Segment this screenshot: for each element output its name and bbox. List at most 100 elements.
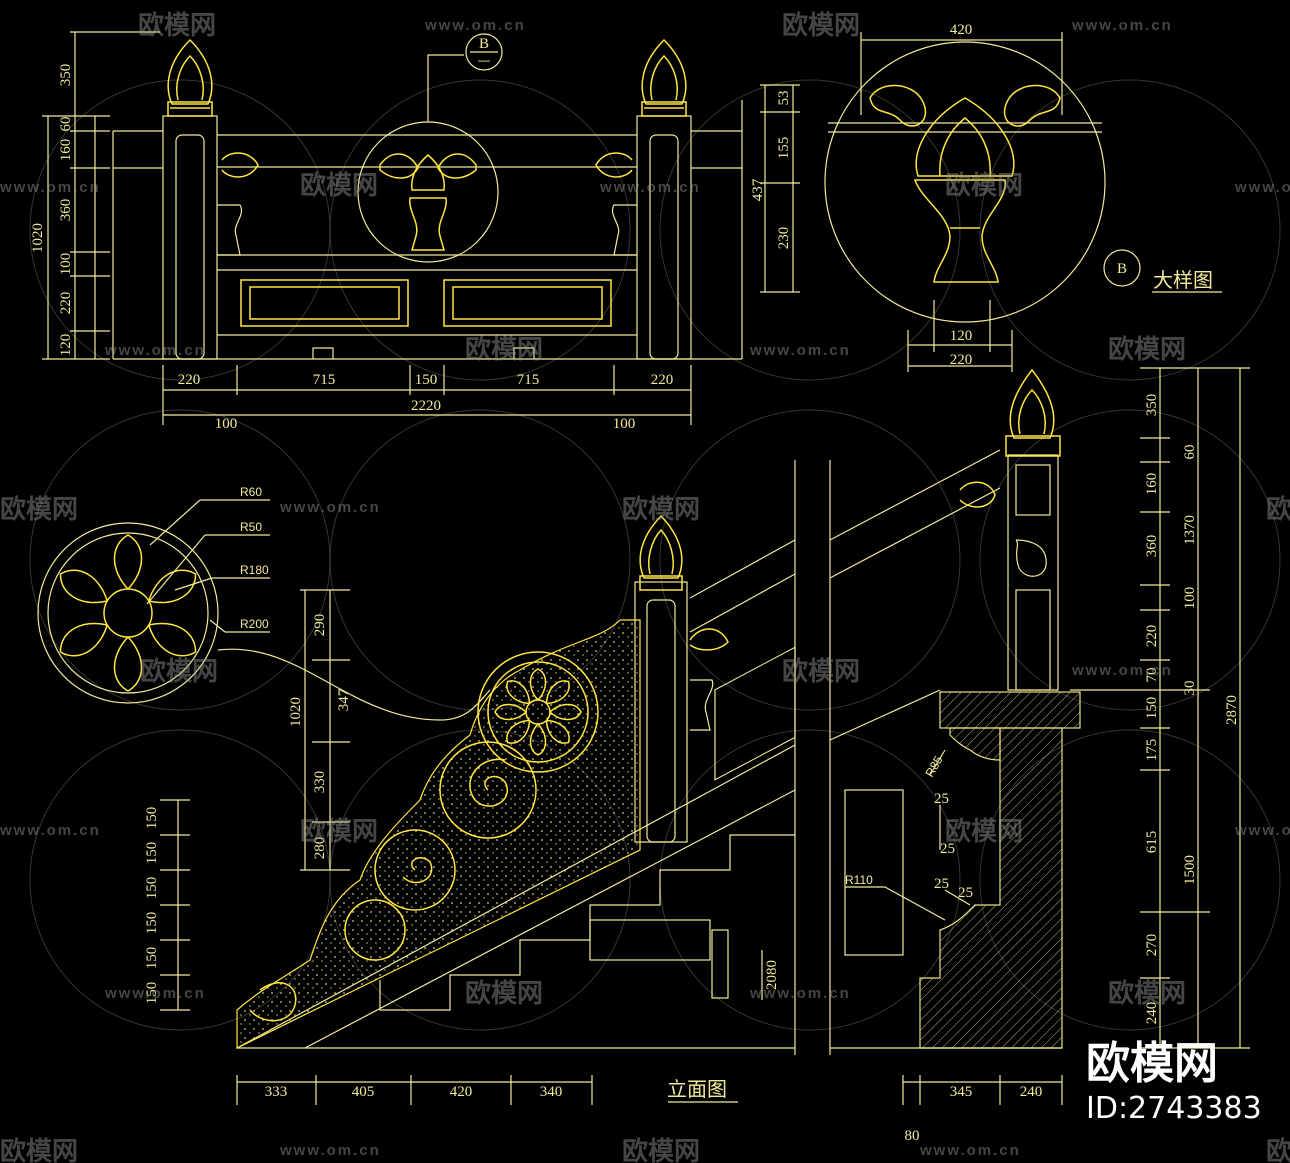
sec-d-1: 60 — [1182, 445, 1198, 460]
wm-url: www.om.cn — [0, 822, 101, 839]
wm-url: www.om.cn — [749, 985, 851, 1002]
top-right-dimension-lines — [760, 84, 800, 293]
side-title: 立面图 — [667, 1077, 727, 1101]
sec-w-0: 345 — [950, 1084, 973, 1100]
wm-brand: 欧模网 — [622, 494, 700, 525]
top-bottom-dimension-lines — [162, 365, 692, 425]
brand-logo-text: 欧模网 — [1086, 1038, 1218, 1089]
wm-url: www.om.cn — [1234, 822, 1290, 839]
sec-d-5: 220 — [1144, 625, 1160, 648]
side-h-3: 280 — [312, 837, 328, 860]
sec-sum-0: 1370 — [1182, 515, 1198, 545]
top-h-2: 160 — [58, 139, 74, 162]
rosette-r1: R50 — [240, 520, 262, 534]
wm-url: www.om.cn — [749, 342, 851, 359]
sec-d-10: 270 — [1144, 934, 1160, 957]
section-gap-2: 25 — [934, 876, 949, 892]
wm-brand: 欧模网 — [0, 1136, 78, 1163]
sec-d-8: 175 — [1144, 739, 1160, 762]
wm-url: www.om.cn — [279, 1142, 381, 1159]
step-4: 150 — [144, 947, 160, 970]
top-overall-width: 2220 — [411, 398, 441, 414]
brand-id: ID:2743383 — [1086, 1091, 1262, 1126]
callout-sub: — — [478, 53, 490, 67]
sec-d-4: 100 — [1182, 587, 1198, 610]
step-0: 150 — [144, 807, 160, 830]
wm-brand: 欧模网 — [138, 10, 216, 41]
detail-width-outer: 220 — [950, 352, 973, 368]
wm-url: www.om.cn — [424, 17, 526, 34]
wm-url: www.om.cn — [279, 499, 381, 516]
side-w-3: 340 — [540, 1084, 563, 1100]
section-gap-1: 25 — [940, 841, 955, 857]
wm-brand: 欧模网 — [1266, 1136, 1290, 1163]
side-h-0: 290 — [312, 614, 328, 637]
wm-brand: 欧模网 — [1108, 334, 1186, 365]
top-h-3: 360 — [58, 199, 74, 222]
rosette — [37, 499, 491, 721]
wm-url: www.om.cn — [104, 985, 206, 1002]
side-w-0: 333 — [265, 1084, 288, 1100]
top-r-1: 155 — [776, 137, 792, 160]
top-h-5: 220 — [58, 292, 74, 315]
step-2: 150 — [144, 877, 160, 900]
sec-w-1: 240 — [1020, 1084, 1043, 1100]
finial-left — [167, 38, 213, 117]
detail-title: 大样图 — [1153, 268, 1213, 292]
top-w-2: 150 — [415, 372, 438, 388]
step-5: 150 — [144, 982, 160, 1005]
top-elevation — [112, 33, 743, 360]
wm-brand: 欧模网 — [782, 10, 860, 41]
wm-brand: 欧模网 — [945, 816, 1023, 847]
wm-url: www.om.cn — [1071, 662, 1173, 679]
step-3: 150 — [144, 912, 160, 935]
step-1: 150 — [144, 842, 160, 865]
section-gap-3: 25 — [958, 885, 973, 901]
sec-d-6: 70 — [1144, 668, 1160, 683]
sec-sum-2: 2870 — [1224, 695, 1240, 725]
drum-width: 2080 — [764, 960, 780, 990]
top-w-3: 715 — [517, 372, 540, 388]
top-h-4: 100 — [58, 253, 74, 276]
detail-b — [824, 32, 1222, 372]
top-w-4: 220 — [651, 372, 674, 388]
top-w-1: 715 — [313, 372, 336, 388]
sec-d-9: 615 — [1144, 831, 1160, 854]
wm-url: www.om.cn — [1234, 179, 1290, 196]
top-overhang-left: 100 — [215, 416, 238, 432]
callout-letter: B — [479, 36, 489, 52]
wm-brand: 欧模网 — [0, 494, 78, 525]
top-left-dimension-lines — [42, 31, 160, 360]
wm-brand: 欧模网 — [1108, 978, 1186, 1009]
detail-letter: B — [1117, 261, 1127, 277]
top-r-total: 437 — [750, 178, 766, 201]
wm-brand: 欧模网 — [945, 170, 1023, 201]
sec-d-7: 150 — [1144, 697, 1160, 720]
top-r-0: 53 — [776, 91, 792, 106]
side-w-1: 405 — [352, 1084, 375, 1100]
wm-brand: 欧模网 — [782, 656, 860, 687]
detail-width-top: 420 — [950, 22, 973, 38]
wm-brand: 欧模网 — [140, 656, 218, 687]
top-w-0: 220 — [178, 372, 201, 388]
section — [829, 367, 1250, 1105]
rosette-r3: R200 — [240, 617, 269, 631]
detail-width-inner: 120 — [950, 328, 973, 344]
sec-d-11: 240 — [1144, 1002, 1160, 1025]
wm-url: www.om.cn — [0, 179, 101, 196]
wm-brand: 欧模网 — [1266, 494, 1290, 525]
top-r-2: 230 — [776, 227, 792, 250]
wm-url: www.om.cn — [104, 342, 206, 359]
wm-url: www.om.cn — [919, 1142, 1021, 1159]
side-h-2: 330 — [312, 771, 328, 794]
top-total-height: 1020 — [30, 223, 46, 253]
top-h-0: 350 — [58, 64, 74, 87]
sec-d-0: 350 — [1144, 394, 1160, 417]
sec-tiny: 30 — [1182, 681, 1198, 696]
section-r1: R110 — [845, 873, 873, 887]
wm-url: www.om.cn — [599, 179, 701, 196]
wm-brand: 欧模网 — [300, 816, 378, 847]
watermarks: 欧模网 www.om.cn 欧模网 www.om.cn www.om.cn 欧模… — [0, 10, 1290, 1163]
wm-brand: 欧模网 — [300, 170, 378, 201]
